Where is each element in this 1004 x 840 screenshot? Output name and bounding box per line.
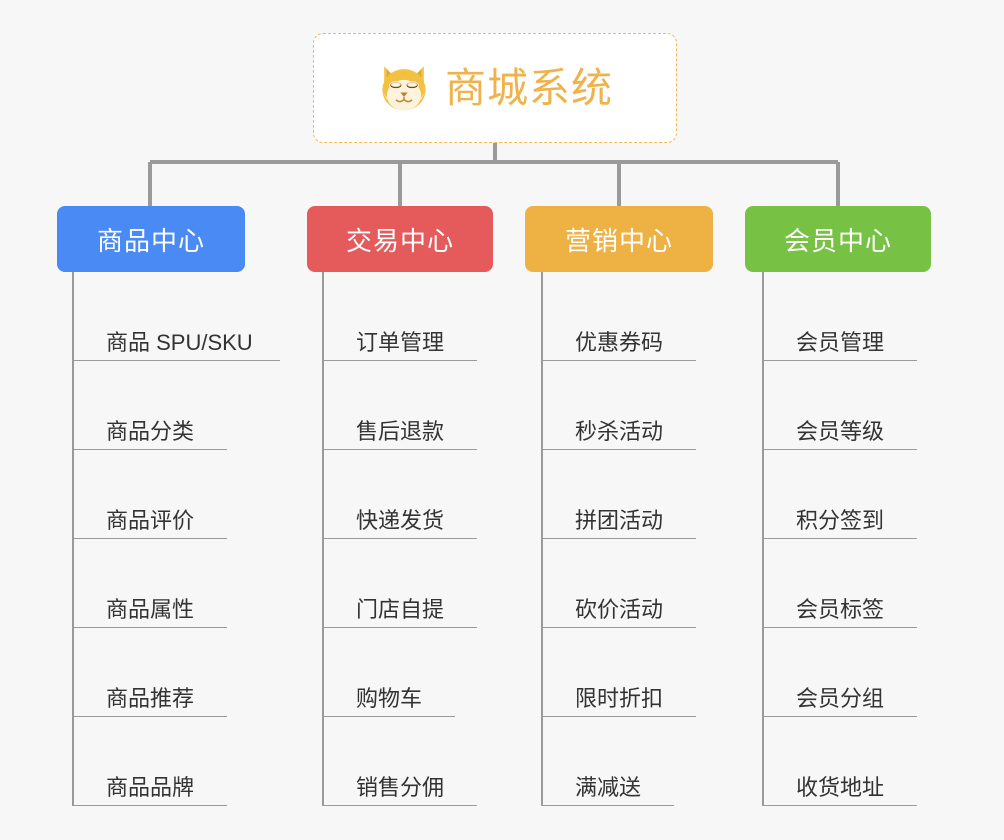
leaf-item[interactable]: 门店自提: [322, 539, 477, 628]
leaf-item-label: 会员标签: [796, 596, 885, 622]
leaf-item[interactable]: 销售分佣: [322, 717, 477, 806]
leaf-item[interactable]: 会员等级: [762, 361, 917, 450]
leaf-item[interactable]: 优惠券码: [541, 272, 696, 361]
category-box-1[interactable]: 商品中心: [57, 206, 245, 272]
leaf-item[interactable]: 会员分组: [762, 628, 917, 717]
leaf-item[interactable]: 商品品牌: [72, 717, 253, 806]
leaf-item-underline: [322, 715, 455, 717]
leaf-item[interactable]: 商品分类: [72, 361, 253, 450]
leaf-item-underline: [322, 804, 477, 806]
leaf-item[interactable]: 售后退款: [322, 361, 477, 450]
leaf-item-underline: [322, 626, 477, 628]
leaf-item-underline: [72, 359, 280, 361]
column-spine-line: [72, 272, 74, 806]
leaf-item-underline: [762, 804, 917, 806]
leaf-item-label: 快递发货: [356, 507, 445, 533]
leaf-item[interactable]: 会员管理: [762, 272, 917, 361]
leaf-item-label: 积分签到: [796, 507, 885, 533]
leaf-item[interactable]: 秒杀活动: [541, 361, 696, 450]
leaf-item[interactable]: 商品属性: [72, 539, 253, 628]
leaf-item[interactable]: 商品推荐: [72, 628, 253, 717]
leaf-item-underline: [541, 715, 696, 717]
category-box-4[interactable]: 会员中心: [745, 206, 931, 272]
leaf-item-underline: [762, 359, 917, 361]
category-label: 商品中心: [96, 225, 205, 256]
leaf-item-underline: [322, 448, 477, 450]
column-spine-line: [762, 272, 764, 806]
leaf-item-label: 限时折扣: [575, 685, 664, 711]
leaf-item[interactable]: 满减送: [541, 717, 674, 806]
leaf-item-underline: [72, 804, 227, 806]
leaf-item-underline: [72, 626, 227, 628]
leaf-item[interactable]: 拼团活动: [541, 450, 696, 539]
leaf-item-underline: [762, 448, 917, 450]
leaf-item[interactable]: 快递发货: [322, 450, 477, 539]
leaf-item-underline: [72, 448, 227, 450]
column-spine-line: [541, 272, 543, 806]
leaf-item[interactable]: 会员标签: [762, 539, 917, 628]
column-spine-line: [322, 272, 324, 806]
leaf-item-label: 满减送: [575, 774, 642, 800]
leaf-item-label: 订单管理: [356, 329, 445, 355]
leaf-item-underline: [762, 715, 917, 717]
leaf-item-underline: [541, 359, 696, 361]
category-box-2[interactable]: 交易中心: [307, 206, 493, 272]
category-label: 交易中心: [345, 225, 454, 256]
leaf-item-label: 商品分类: [106, 418, 195, 444]
leaf-item[interactable]: 商品 SPU/SKU: [72, 272, 280, 361]
shiba-dog-icon: [382, 66, 426, 111]
leaf-item-label: 收货地址: [796, 774, 885, 800]
leaf-item[interactable]: 购物车: [322, 628, 455, 717]
leaf-item[interactable]: 商品评价: [72, 450, 253, 539]
leaf-item-label: 商品 SPU/SKU: [106, 329, 253, 355]
leaf-column-4: 会员管理会员等级积分签到会员标签会员分组收货地址: [762, 272, 917, 806]
leaf-item-underline: [541, 537, 696, 539]
leaf-item-label: 商品评价: [106, 507, 195, 533]
leaf-item-label: 销售分佣: [356, 774, 445, 800]
leaf-item-label: 砍价活动: [575, 596, 664, 622]
leaf-item-label: 会员管理: [796, 329, 885, 355]
leaf-item-label: 会员等级: [796, 418, 885, 444]
leaf-item-underline: [72, 537, 227, 539]
leaf-item-underline: [322, 359, 477, 361]
leaf-item-underline: [762, 626, 917, 628]
leaf-item-label: 会员分组: [796, 685, 885, 711]
leaf-item-label: 秒杀活动: [575, 418, 664, 444]
leaf-item-underline: [322, 537, 477, 539]
leaf-item-label: 优惠券码: [575, 329, 664, 355]
leaf-column-2: 订单管理售后退款快递发货门店自提购物车销售分佣: [322, 272, 477, 806]
leaf-item-underline: [541, 626, 696, 628]
leaf-item[interactable]: 订单管理: [322, 272, 477, 361]
leaf-item-underline: [541, 448, 696, 450]
leaf-item-label: 商品推荐: [106, 685, 195, 711]
leaf-item-label: 商品品牌: [106, 774, 195, 800]
leaf-item-underline: [541, 804, 674, 806]
leaf-item-label: 售后退款: [356, 418, 445, 444]
category-label: 营销中心: [564, 225, 673, 256]
leaf-item-label: 购物车: [356, 685, 423, 711]
leaf-column-1: 商品 SPU/SKU 商品分类商品评价商品属性商品推荐商品品牌: [72, 272, 280, 806]
leaf-item[interactable]: 收货地址: [762, 717, 917, 806]
category-label: 会员中心: [783, 225, 892, 256]
leaf-item[interactable]: 积分签到: [762, 450, 917, 539]
leaf-item[interactable]: 限时折扣: [541, 628, 696, 717]
leaf-item-label: 拼团活动: [575, 507, 664, 533]
root-node[interactable]: 商城系统: [313, 33, 677, 143]
leaf-item[interactable]: 砍价活动: [541, 539, 696, 628]
leaf-item-label: 商品属性: [106, 596, 195, 622]
leaf-item-underline: [72, 715, 227, 717]
leaf-column-3: 优惠券码秒杀活动拼团活动砍价活动限时折扣满减送: [541, 272, 696, 806]
root-title: 商城系统: [445, 64, 613, 111]
leaf-item-label: 门店自提: [356, 596, 445, 622]
leaf-item-underline: [762, 537, 917, 539]
category-box-3[interactable]: 营销中心: [525, 206, 713, 272]
